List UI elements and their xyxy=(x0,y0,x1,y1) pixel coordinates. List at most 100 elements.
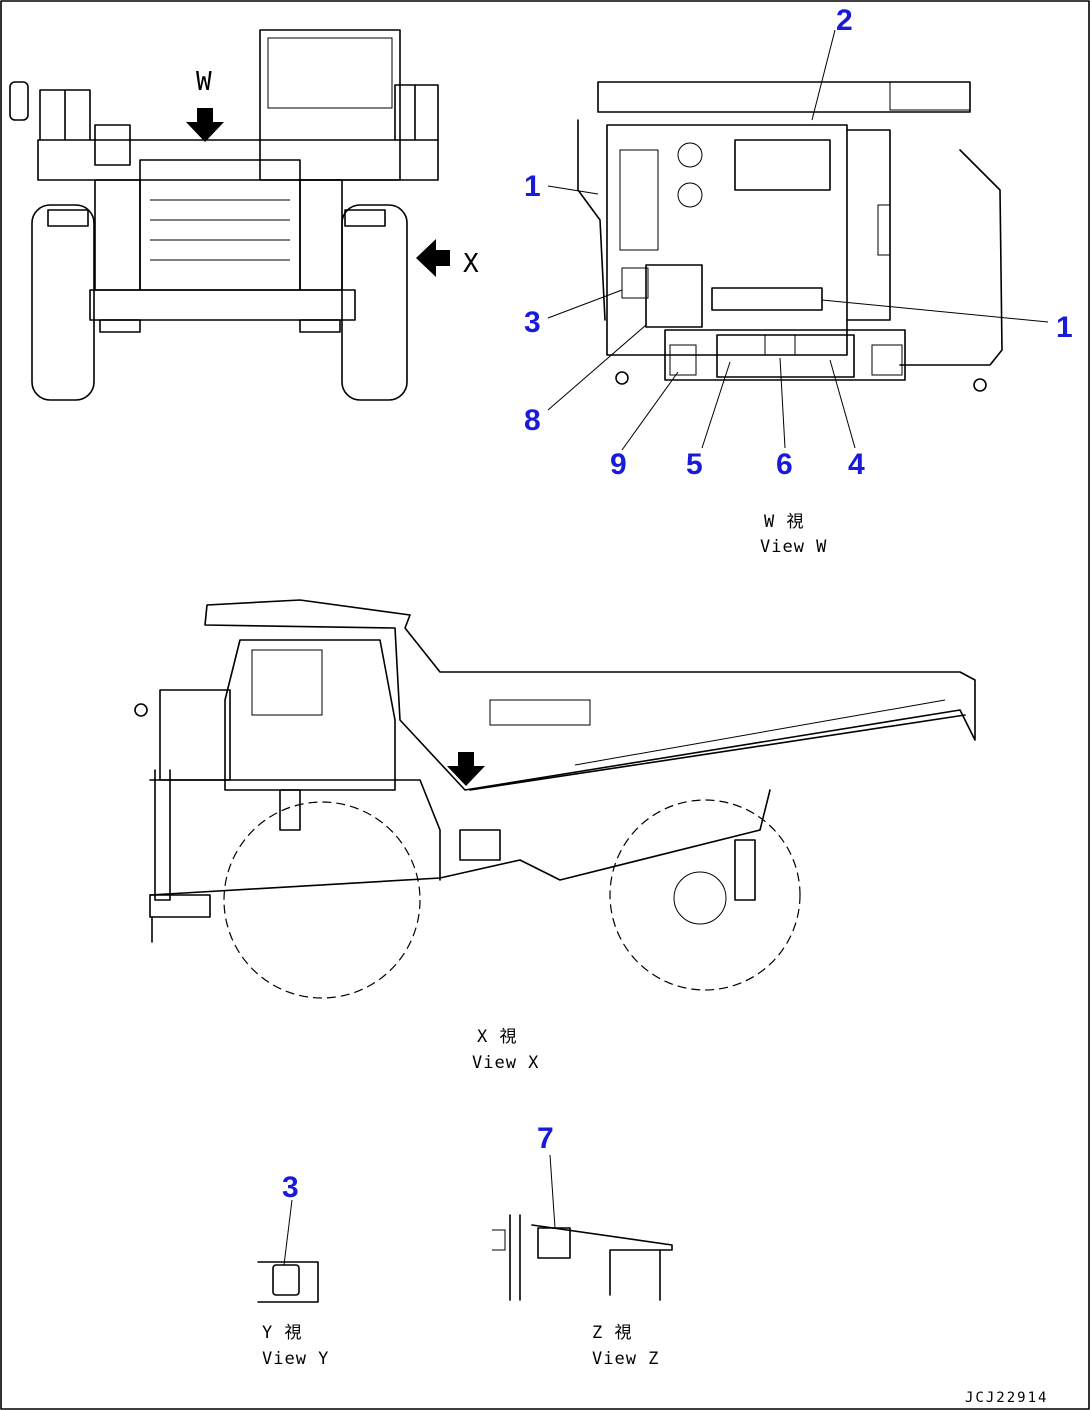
dump-body xyxy=(204,599,976,791)
callout-3: 3 xyxy=(524,306,541,339)
leader-2 xyxy=(811,29,836,121)
view-z-arrow-icon xyxy=(447,752,485,786)
z-bracket xyxy=(492,1229,506,1251)
view-x-caption-en: View X xyxy=(472,1053,539,1073)
gauge-2 xyxy=(677,182,703,208)
callout-2: 2 xyxy=(836,4,853,37)
grille-bars xyxy=(150,179,290,261)
callout-8: 8 xyxy=(524,404,541,437)
view-z-caption-en: View Z xyxy=(592,1349,659,1369)
left-strut xyxy=(577,119,606,321)
top-frame-right-box xyxy=(889,81,971,111)
leader-1a xyxy=(547,185,599,195)
decal-6 xyxy=(764,334,796,356)
view-w-diagram: 1 2 3 1 8 9 5 6 4 W 視 View W xyxy=(524,4,1073,557)
view-y-caption-en: View Y xyxy=(262,1349,329,1369)
air-cleaner xyxy=(94,124,131,166)
decal-2-box xyxy=(734,139,831,191)
tow-right xyxy=(299,319,341,333)
left-hook xyxy=(615,371,629,385)
view-x-marker: X xyxy=(463,249,479,279)
leader-7 xyxy=(549,1154,556,1229)
leader-4 xyxy=(829,359,856,449)
decal-1-left xyxy=(619,149,659,251)
decal-7-detail xyxy=(537,1227,571,1259)
right-ladder xyxy=(299,179,343,291)
rear-cylinder xyxy=(734,839,756,901)
cab xyxy=(259,29,401,181)
view-x-caption-jp: X 視 xyxy=(477,1027,517,1047)
leader-1b xyxy=(821,299,1049,323)
view-x-arrow-icon xyxy=(416,239,450,277)
rear-wheel xyxy=(609,799,801,991)
body-floor xyxy=(469,714,966,791)
view-x-diagram: X 視 View X xyxy=(134,599,976,1073)
callout-4: 4 xyxy=(848,448,865,481)
decal-1-right xyxy=(711,287,823,311)
front-cylinder xyxy=(279,789,301,831)
view-y-caption-jp: Y 視 xyxy=(262,1323,302,1343)
leader-6 xyxy=(779,357,786,449)
main-panel xyxy=(606,124,848,356)
right-lamp xyxy=(877,204,891,256)
ladder-x xyxy=(154,769,171,901)
callout-9: 9 xyxy=(610,448,627,481)
right-frame xyxy=(846,129,891,321)
right-railing xyxy=(394,84,439,141)
view-z-caption-jp: Z 視 xyxy=(592,1323,632,1343)
front-left-tire xyxy=(31,204,95,401)
decal-9 xyxy=(669,344,697,376)
fender xyxy=(149,779,441,881)
view-z-diagram: 7 Z 視 View Z xyxy=(492,1122,673,1369)
left-railing xyxy=(39,89,91,141)
view-w-caption-jp: W 視 xyxy=(764,512,804,532)
mirror-x xyxy=(134,703,148,717)
view-w-arrow-icon xyxy=(186,108,224,142)
document-id: JCJ22914 xyxy=(965,1390,1048,1406)
decal-3 xyxy=(621,267,649,299)
cab-window xyxy=(267,37,393,109)
right-headlight xyxy=(344,209,386,227)
callout-7: 7 xyxy=(537,1122,554,1155)
tow-left xyxy=(99,319,141,333)
right-box xyxy=(871,344,903,376)
view-y-diagram: 3 Y 視 View Y xyxy=(257,1171,329,1369)
decal-8-box xyxy=(645,264,703,328)
callout-6: 6 xyxy=(776,448,793,481)
front-bumper xyxy=(149,894,211,918)
front-view: W X xyxy=(9,29,479,401)
mirror xyxy=(9,81,29,121)
frame xyxy=(149,789,771,896)
leader-5 xyxy=(701,361,731,449)
bumper xyxy=(89,289,356,321)
y-panel xyxy=(257,1261,319,1303)
view-w-marker: W xyxy=(196,67,212,97)
lower-bumper xyxy=(664,329,906,381)
callout-3b: 3 xyxy=(282,1171,299,1204)
callout-5: 5 xyxy=(686,448,703,481)
callout-1b: 1 xyxy=(1056,311,1073,344)
right-handrail xyxy=(899,149,1003,366)
gauge-1 xyxy=(677,142,703,168)
decal-3-detail xyxy=(272,1264,300,1296)
callout-1a: 1 xyxy=(524,170,541,203)
leader-3b xyxy=(283,1199,293,1266)
left-headlight xyxy=(47,209,89,227)
body-window xyxy=(489,699,591,726)
top-frame xyxy=(597,81,971,113)
leader-3 xyxy=(547,289,623,319)
left-ladder xyxy=(94,179,141,291)
leader-9 xyxy=(621,371,679,451)
body-rib xyxy=(574,699,946,766)
z-post xyxy=(509,1214,521,1301)
cab-window xyxy=(251,649,323,716)
rear-hub xyxy=(673,871,727,925)
view-w-caption-en: View W xyxy=(760,537,827,557)
front-right-tire xyxy=(341,204,408,401)
front-wheel xyxy=(223,801,421,999)
cab xyxy=(224,639,396,791)
engine-side-box xyxy=(459,829,501,861)
